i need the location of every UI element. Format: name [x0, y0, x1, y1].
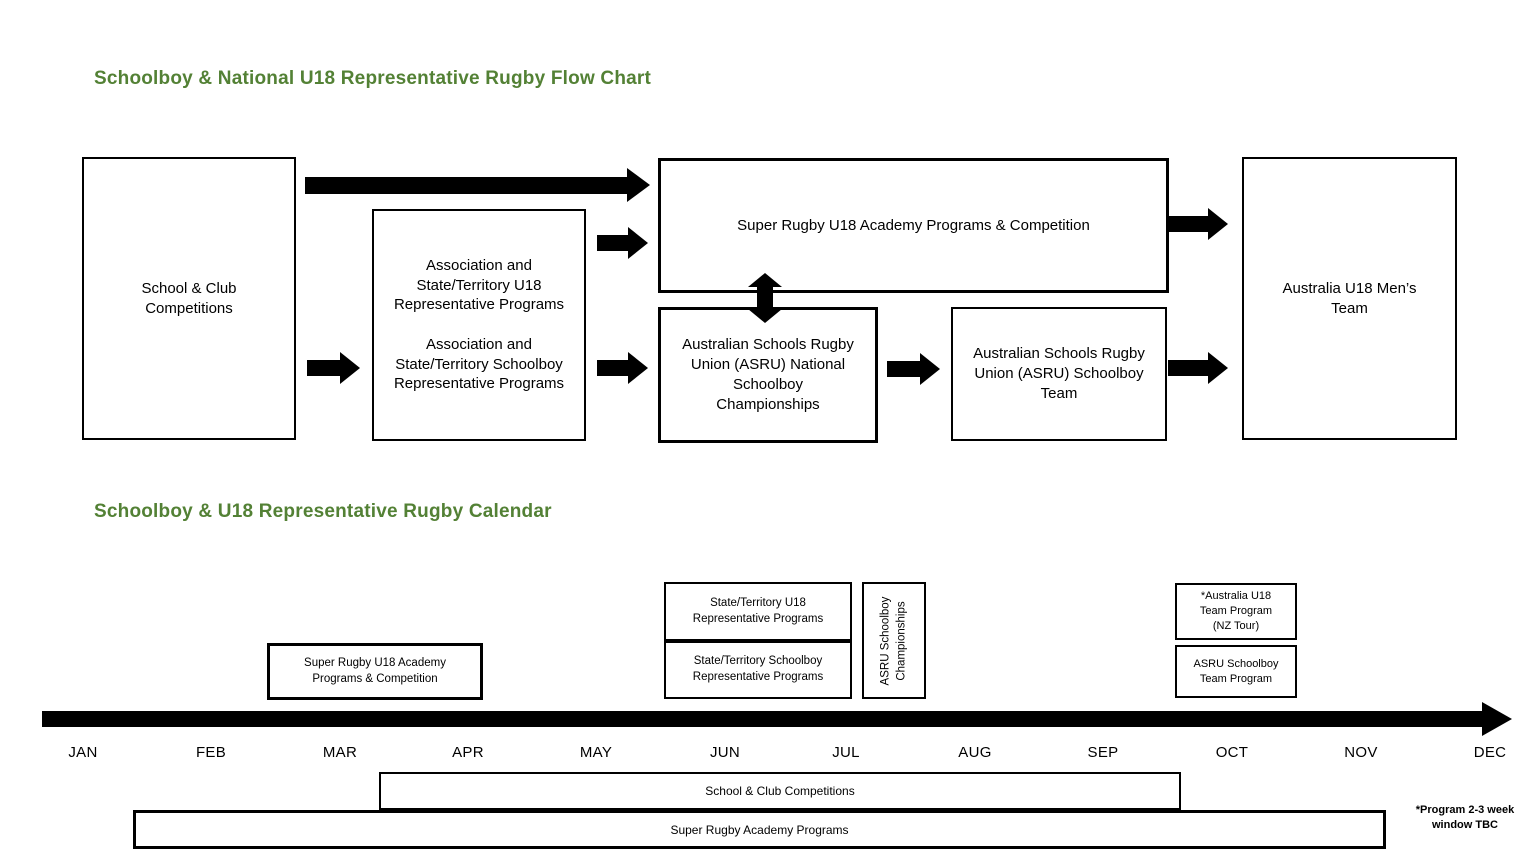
month-label-sep: SEP — [1087, 744, 1119, 761]
calendar-box-state-u18-programs: State/Territory U18 Representative Progr… — [664, 582, 852, 641]
flowchart-title: Schoolboy & National U18 Representative … — [94, 68, 652, 89]
arrow-super-rugby-to-australia-icon — [1168, 208, 1228, 240]
calendar-bar-label: School & Club Competitions — [705, 784, 855, 798]
arrow-association-to-super-rugby-icon — [597, 227, 648, 259]
month-label-jan: JAN — [68, 744, 98, 761]
arrow-shaft — [1168, 216, 1208, 232]
arrow-double-super-rugby-asru-champs-icon — [748, 273, 782, 323]
arrow-head — [628, 352, 648, 384]
flow-box-label: Australian Schools Rugby Union (ASRU) Sc… — [973, 345, 1145, 402]
calendar-box-australia-u18-nz-tour: *Australia U18 Team Program (NZ Tour) — [1175, 583, 1297, 640]
calendar-bar-super-rugby-academy-programs: Super Rugby Academy Programs — [133, 810, 1386, 849]
arrow-head — [628, 227, 648, 259]
month-label-jul: JUL — [832, 744, 860, 761]
flow-box-asru-national-championships: Australian Schools Rugby Union (ASRU) Na… — [658, 307, 878, 443]
month-label-mar: MAR — [322, 744, 358, 761]
arrow-school-to-super-rugby-icon — [305, 168, 650, 202]
arrow-shaft — [305, 176, 627, 194]
calendar-bar-label: Super Rugby Academy Programs — [670, 822, 849, 837]
flow-box-label: Association and State/Territory U18 Repr… — [393, 256, 565, 393]
arrow-head — [1208, 352, 1228, 384]
calendar-box-asru-championships: ASRU Schoolboy Championships — [862, 582, 926, 699]
calendar-box-label: ASRU Schoolboy Team Program — [1193, 657, 1279, 685]
calendar-box-label: State/Territory U18 Representative Progr… — [692, 596, 824, 625]
arrow-shaft — [307, 360, 340, 376]
arrow-shaft — [1168, 360, 1208, 376]
arrow-school-to-association-icon — [307, 352, 360, 384]
month-label-dec: DEC — [1473, 744, 1507, 761]
timeline-arrow-icon — [42, 702, 1512, 736]
flow-box-school-club-competitions: School & Club Competitions — [82, 157, 296, 440]
flow-box-label: Australian Schools Rugby Union (ASRU) Na… — [682, 336, 854, 413]
calendar-box-asru-team-program: ASRU Schoolboy Team Program — [1175, 645, 1297, 698]
arrow-asru-champs-to-asru-team-icon — [887, 353, 940, 385]
flow-box-label: Australia U18 Men’s Team — [1282, 279, 1417, 317]
arrow-head — [340, 352, 360, 384]
month-label-nov: NOV — [1344, 744, 1378, 761]
arrow-head-up — [748, 273, 782, 287]
arrow-asru-team-to-australia-icon — [1168, 352, 1228, 384]
flow-box-australia-u18-mens-team: Australia U18 Men’s Team — [1242, 157, 1457, 440]
month-label-apr: APR — [452, 744, 484, 761]
arrow-head — [1208, 208, 1228, 240]
arrow-shaft — [597, 360, 628, 376]
calendar-box-label: State/Territory Schoolboy Representative… — [692, 655, 824, 683]
arrow-head — [1482, 702, 1512, 736]
arrow-head — [627, 168, 650, 202]
calendar-box-label: *Australia U18 Team Program (NZ Tour) — [1199, 590, 1273, 632]
flow-box-super-rugby-academy: Super Rugby U18 Academy Programs & Compe… — [658, 158, 1169, 293]
calendar-box-label-vertical: ASRU Schoolboy Championships — [879, 596, 907, 685]
flow-box-association-state-programs: Association and State/Territory U18 Repr… — [372, 209, 586, 441]
arrow-shaft — [42, 711, 1482, 727]
flow-box-label: School & Club Competitions — [141, 279, 237, 317]
footnote-program-window: *Program 2-3 week window TBC — [1415, 804, 1515, 831]
arrow-association-to-asru-champs-icon — [597, 352, 648, 384]
arrow-shaft — [887, 361, 920, 377]
flow-box-label: Super Rugby U18 Academy Programs & Compe… — [737, 216, 1090, 234]
month-label-aug: AUG — [958, 744, 992, 761]
arrow-head — [920, 353, 940, 385]
arrow-shaft — [597, 235, 628, 251]
calendar-title: Schoolboy & U18 Representative Rugby Cal… — [94, 501, 552, 522]
arrow-shaft — [757, 287, 773, 309]
calendar-box-super-rugby-academy: Super Rugby U18 Academy Programs & Compe… — [267, 643, 483, 700]
month-label-may: MAY — [579, 744, 613, 761]
arrow-head-down — [748, 309, 782, 323]
month-label-jun: JUN — [709, 744, 741, 761]
month-label-oct: OCT — [1215, 744, 1249, 761]
calendar-box-label: Super Rugby U18 Academy Programs & Compe… — [304, 656, 446, 685]
calendar-box-state-schoolboy-programs: State/Territory Schoolboy Representative… — [664, 641, 852, 699]
flow-box-asru-schoolboy-team: Australian Schools Rugby Union (ASRU) Sc… — [951, 307, 1167, 441]
calendar-bar-school-club-competitions: School & Club Competitions — [379, 772, 1181, 810]
month-label-feb: FEB — [195, 744, 227, 761]
